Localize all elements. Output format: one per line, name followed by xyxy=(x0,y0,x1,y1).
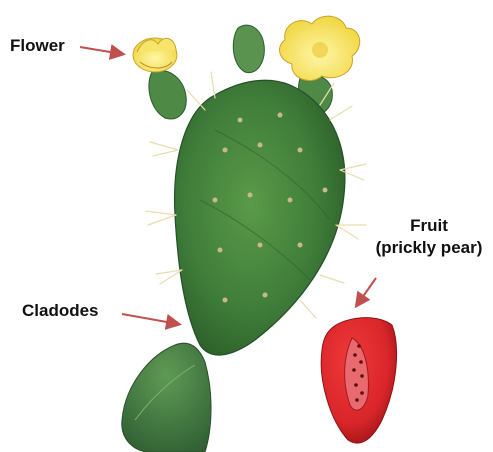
fruit-label-line2: (prickly pear) xyxy=(370,237,488,259)
lower-cladode xyxy=(122,343,211,452)
cladodes-label: Cladodes xyxy=(22,300,99,322)
flower-left xyxy=(133,38,177,72)
flower-label: Flower xyxy=(10,35,65,57)
fruit-label-line1: Fruit xyxy=(370,215,488,237)
flower-arrow xyxy=(80,47,122,54)
prickly-pear-fruit xyxy=(321,318,396,443)
top-bud-pad xyxy=(233,25,264,72)
fruit-arrow xyxy=(357,278,376,305)
flower-right xyxy=(280,16,360,80)
fruit-label: Fruit (prickly pear) xyxy=(370,215,488,259)
cladodes-arrow xyxy=(122,314,178,324)
flower-stem-left xyxy=(149,71,186,119)
main-cladode xyxy=(175,80,345,355)
